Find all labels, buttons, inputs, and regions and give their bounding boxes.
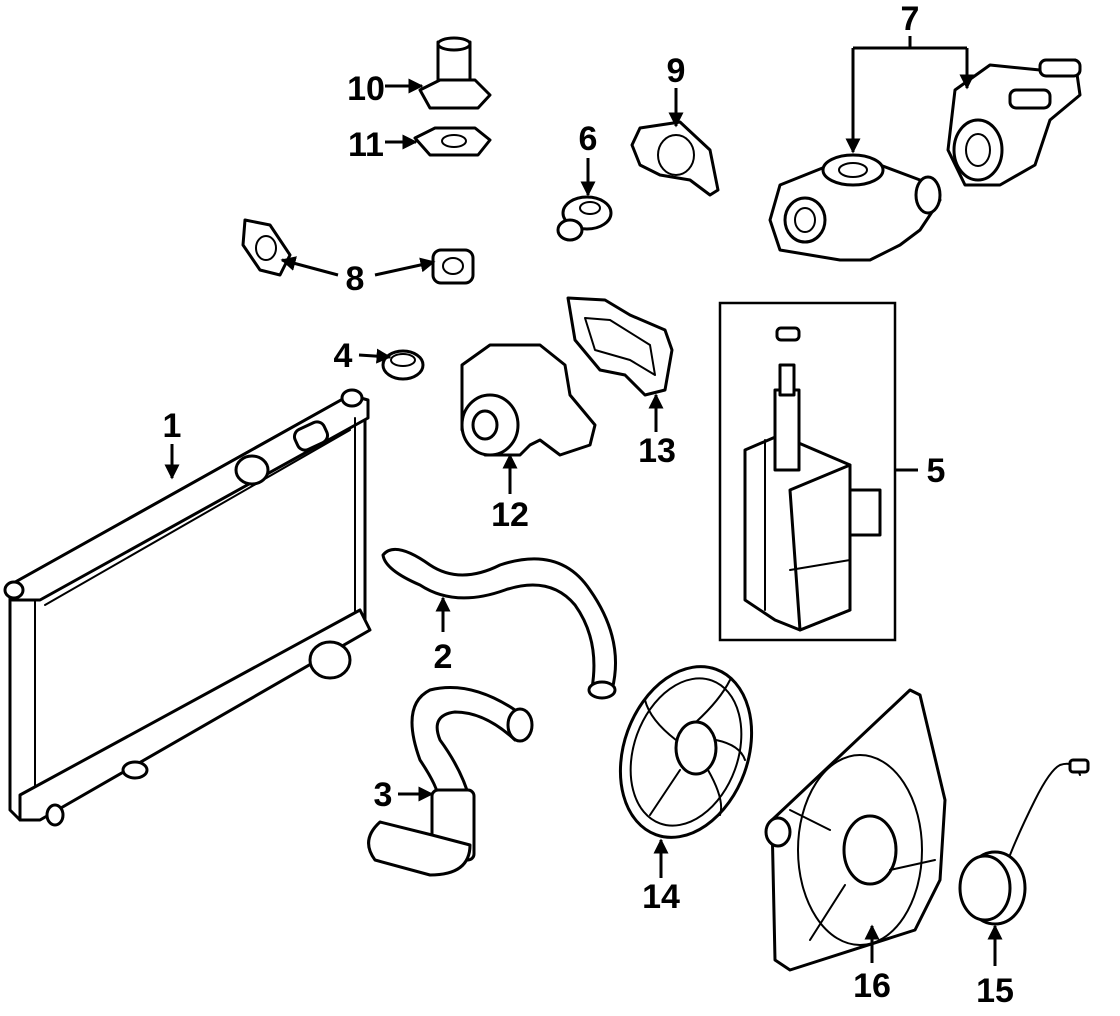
callout-7: 7 [901, 0, 920, 38]
callout-11: 11 [348, 126, 384, 164]
callout-16: 16 [853, 967, 891, 1005]
thermostat-housing-a [768, 153, 942, 262]
fan-motor [958, 758, 1090, 926]
gasket-8b [431, 248, 475, 285]
callout-5: 5 [927, 452, 946, 490]
callout-2: 2 [434, 638, 453, 676]
callout-6: 6 [579, 120, 598, 158]
callout-8: 8 [346, 260, 365, 298]
water-outlet-cover [630, 120, 720, 197]
callout-12: 12 [491, 496, 529, 534]
callout-1: 1 [163, 407, 182, 445]
water-outlet [418, 36, 492, 110]
radiator-cap [381, 349, 425, 381]
thermostat-housing-b [946, 58, 1082, 187]
upper-radiator-hose [381, 547, 618, 700]
gasket-8a [241, 218, 292, 277]
water-pump [460, 343, 597, 457]
leader-lines [164, 36, 1003, 966]
callout-15: 15 [976, 972, 1014, 1010]
thermostat [556, 195, 613, 242]
lower-radiator-hose [367, 686, 534, 877]
callout-10: 10 [347, 70, 385, 108]
callout-labels: 1 2 3 4 5 6 7 8 9 10 11 12 13 14 15 16 [163, 0, 1014, 1010]
water-pump-gasket [566, 296, 674, 397]
leader-4 [358, 348, 392, 364]
leader-8a [280, 256, 339, 277]
callout-13: 13 [638, 432, 676, 470]
radiator [3, 388, 372, 827]
coolant-reservoir [718, 301, 897, 642]
cooling-fan-blade [618, 665, 754, 839]
callout-3: 3 [374, 776, 393, 814]
callout-14: 14 [642, 878, 680, 916]
callout-9: 9 [667, 52, 686, 90]
callout-4: 4 [334, 337, 353, 375]
leader-8b [374, 257, 436, 277]
water-outlet-gasket [413, 126, 492, 157]
fan-shroud [764, 688, 947, 972]
